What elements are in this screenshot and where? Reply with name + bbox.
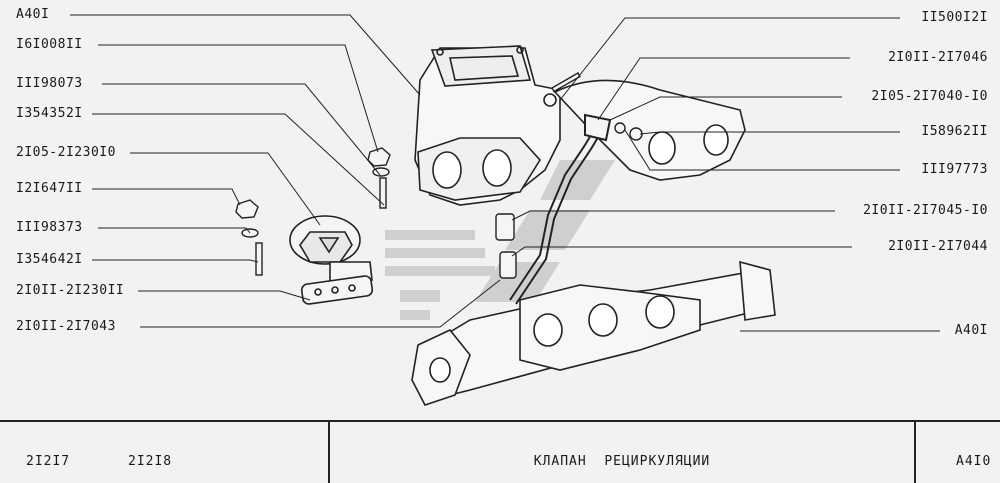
model-number: 2I2I7	[26, 454, 71, 469]
section-code: A4I0	[956, 454, 992, 469]
part-label-left: A40I	[16, 7, 50, 22]
exhaust-manifold-lower	[411, 260, 776, 406]
part-label-right: 2I0II-2I7046	[888, 50, 988, 65]
part-label-left: 2I0II-2I7043	[16, 319, 116, 334]
part-label-right: III97773	[921, 162, 988, 177]
model-number: 2I2I8	[128, 454, 173, 469]
part-label-left: 2I0II-2I230II	[16, 283, 125, 298]
diagram-title: КЛАПАН РЕЦИРКУЛЯЦИИ	[533, 454, 711, 469]
part-label-left: I354352I	[16, 106, 83, 121]
intake-manifold-upper	[414, 45, 746, 206]
recirculation-tube	[509, 113, 612, 305]
part-label-right: 2I05-2I7040-I0	[871, 89, 988, 104]
diagram-drawing	[70, 14, 940, 406]
part-label-left: I6I008II	[16, 37, 83, 52]
leader-lines	[70, 14, 940, 332]
fasteners	[235, 72, 643, 279]
egr-valve	[289, 215, 374, 305]
part-label-left: III98373	[16, 220, 83, 235]
part-label-right: 2I0II-2I7045-I0	[863, 203, 988, 218]
code-cell: A4I0	[916, 422, 1000, 483]
part-label-left: III98073	[16, 76, 83, 91]
model-cell: 2I2I7 2I2I8	[0, 422, 330, 483]
title-cell: КЛАПАН РЕЦИРКУЛЯЦИИ	[330, 422, 916, 483]
part-label-left: 2I05-2I230I0	[16, 145, 116, 160]
exploded-parts-diagram: A40I I6I008II III98073 I354352I 2I05-2I2…	[16, 7, 988, 406]
part-label-right: 2I0II-2I7044	[888, 239, 988, 254]
part-label-right: I58962II	[921, 124, 988, 139]
title-block: 2I2I7 2I2I8 КЛАПАН РЕЦИРКУЛЯЦИИ A4I0	[0, 420, 1000, 483]
part-label-left: I354642I	[16, 252, 83, 267]
part-label-right: II500I2I	[921, 10, 988, 25]
part-label-right: A40I	[954, 323, 988, 338]
part-label-left: I2I647II	[16, 181, 83, 196]
